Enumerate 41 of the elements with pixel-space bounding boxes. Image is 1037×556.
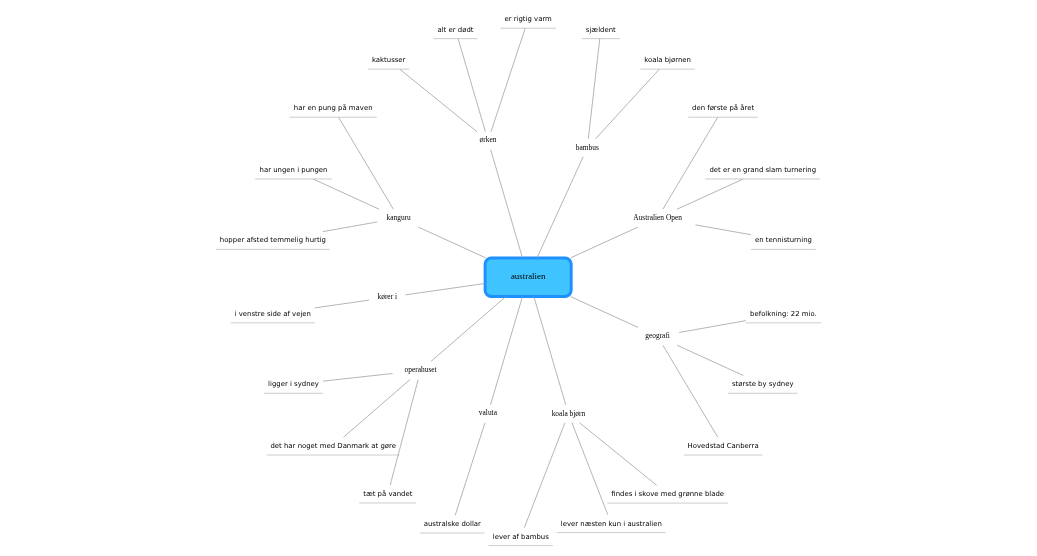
connector (490, 149, 523, 259)
connector (322, 221, 378, 232)
connector (536, 156, 584, 259)
node-text: kanguru (386, 212, 411, 222)
connector (662, 116, 719, 210)
connector (570, 296, 639, 328)
connector (389, 379, 419, 486)
connector (322, 373, 393, 382)
node-text: geografi (645, 331, 670, 341)
node-box: australien (483, 256, 573, 298)
connector (405, 283, 486, 296)
connector (457, 38, 486, 132)
connector (490, 27, 526, 133)
connector (676, 344, 744, 376)
connector (490, 296, 523, 406)
node-text: koala bjørn (551, 408, 586, 418)
node-text: Australien Open (633, 212, 682, 222)
connector (430, 296, 507, 362)
connector (676, 178, 744, 210)
node-text: operahuset (404, 365, 437, 375)
connector (570, 226, 639, 259)
connector (579, 422, 657, 486)
connector (417, 226, 487, 259)
connector (399, 68, 478, 133)
node-text: bambus (575, 142, 599, 152)
node-text: valuta (478, 408, 497, 418)
connector (338, 116, 394, 210)
connector (523, 422, 566, 528)
node-text: ørken (479, 135, 497, 145)
node-text: kører i (377, 292, 398, 302)
connector (662, 344, 719, 438)
connector (571, 422, 609, 516)
connector (595, 68, 660, 140)
connector (343, 379, 411, 438)
connector (678, 320, 747, 333)
connector (454, 422, 486, 516)
connector (314, 299, 370, 309)
connector (695, 224, 752, 236)
connector (587, 38, 601, 140)
connector (533, 296, 567, 406)
connector (312, 178, 380, 210)
